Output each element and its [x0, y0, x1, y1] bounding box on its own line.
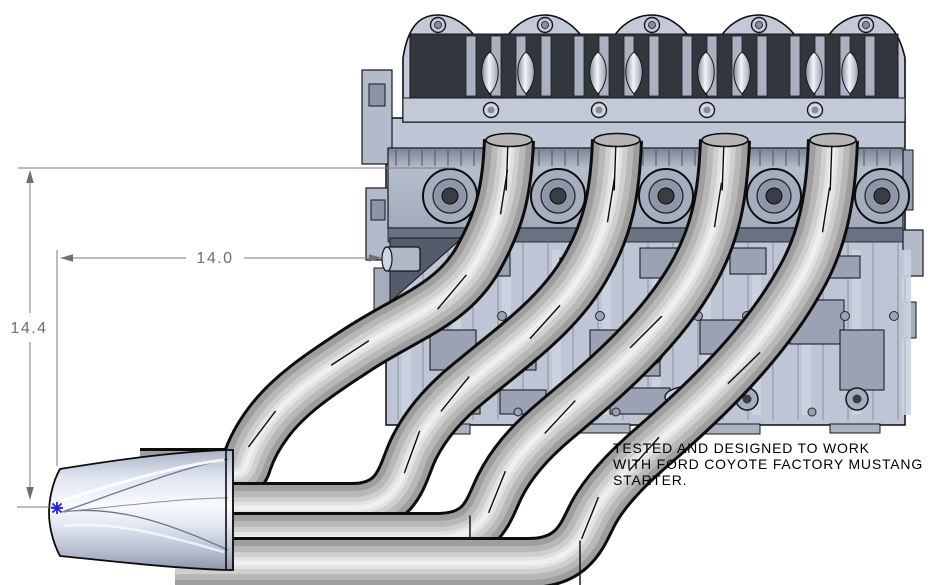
dimension-vertical-14-4: 14.4 [10, 170, 54, 508]
header-pipes [140, 132, 859, 585]
dim-arrow-left [60, 254, 73, 262]
header-pipe-1-weld-seams [247, 145, 509, 448]
header-pipe-3 [160, 132, 751, 564]
dim-arrow-right [369, 254, 382, 262]
head-bolt-holes [429, 16, 875, 119]
header-pipe-2 [150, 132, 643, 534]
vertex-star-marker [51, 502, 63, 514]
cylinder-head-top [402, 14, 906, 123]
mount-bosses [422, 168, 910, 224]
dimension-horizontal-14-0: 14.0 [18, 167, 455, 466]
dim-arrow-down [26, 487, 34, 500]
dim-label-14-0: 14.0 [196, 250, 233, 267]
collector-highlight-bottom [63, 523, 225, 554]
header-pipe-2-weld-seams [403, 145, 617, 474]
header-pipe-1 [140, 132, 535, 500]
collector-highlight-top [63, 458, 225, 502]
valve-cones [481, 51, 859, 95]
dim-label-14-4: 14.4 [10, 320, 47, 337]
header-pipe-2-port-cap [593, 132, 641, 148]
header-pipe-4 [175, 132, 859, 585]
header-pipe-4-weld-seams [579, 145, 833, 585]
header-pipe-3-port-cap [701, 132, 749, 148]
collector-merge-crease-mid [61, 497, 229, 513]
dim-arrow-up [26, 170, 34, 183]
header-pipe-1-port-cap [485, 132, 533, 148]
collector-merge-crease-bottom [61, 509, 229, 551]
collector-body [48, 449, 234, 571]
note-annotation: TESTED AND DESIGNED TO WORK WITH FORD CO… [613, 440, 923, 488]
header-pipe-4-port-cap [809, 132, 857, 148]
note-line-3: STARTER. [613, 472, 687, 488]
block-sensor-stub [381, 246, 421, 272]
note-line-2: WITH FORD COYOTE FACTORY MUSTANG [613, 456, 923, 472]
head-lower-rim [402, 97, 906, 123]
collector [48, 449, 234, 571]
note-line-1: TESTED AND DESIGNED TO WORK [613, 440, 870, 456]
